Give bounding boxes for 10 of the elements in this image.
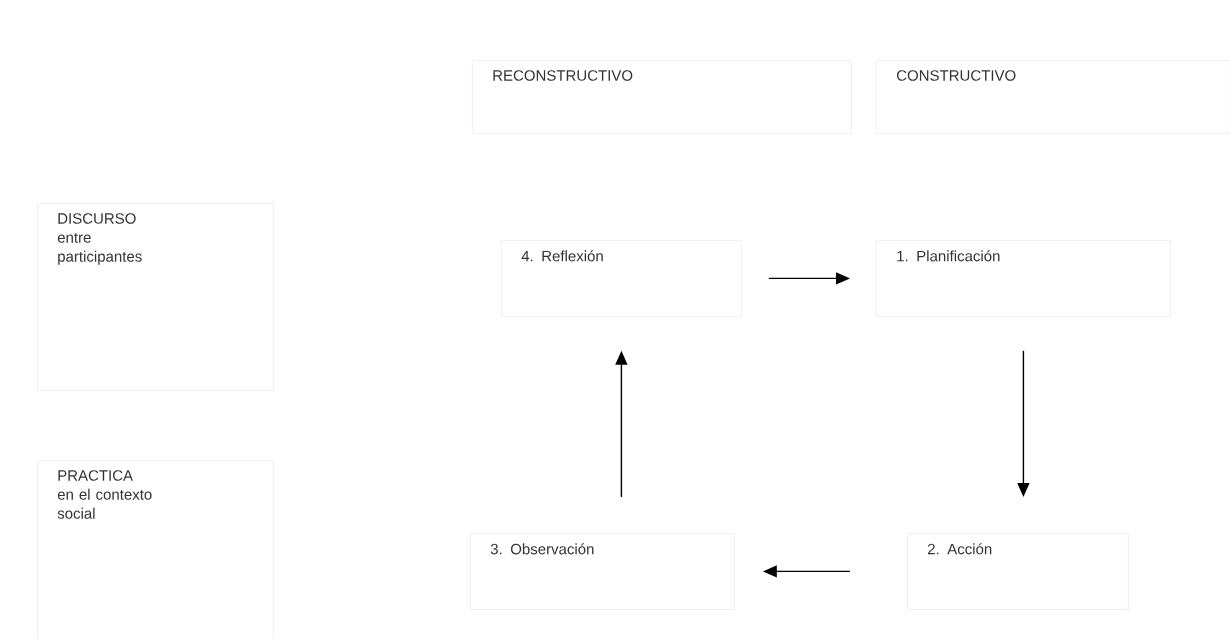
node-label: DISCURSO — [58, 213, 136, 224]
node-label: en el contexto social — [57, 488, 152, 519]
node-label: 3. Observación — [490, 543, 594, 555]
node-label: 2. Acción — [927, 543, 992, 555]
node-label: 1. Planificación — [897, 250, 1000, 262]
node-label: PRACTICA — [58, 470, 134, 481]
node-label: 4. Reflexión — [521, 250, 603, 262]
node-label: entre participantes — [57, 232, 142, 265]
node-label: CONSTRUCTIVO — [896, 70, 1016, 81]
node-label: RECONSTRUCTIVO — [493, 70, 633, 81]
